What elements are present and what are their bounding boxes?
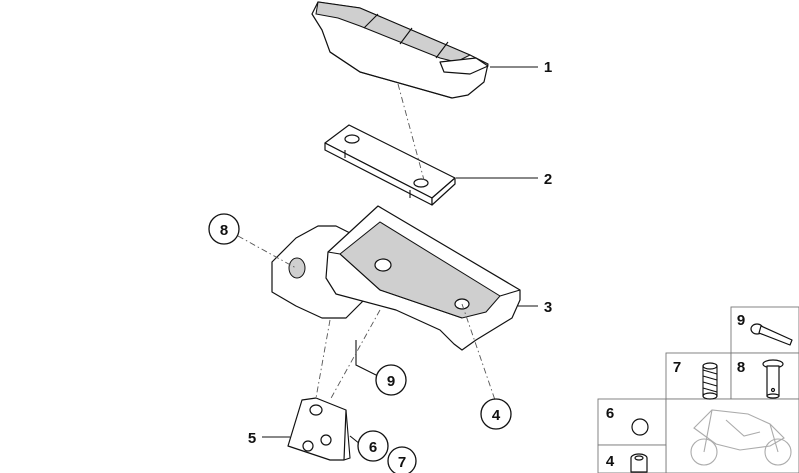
legend-label-7: 7 [673,359,681,376]
motorcycle-silhouette-icon [690,409,792,466]
callout-1-label: 1 [544,59,552,76]
legend-label-6: 6 [606,405,614,422]
split-pin-icon [750,323,793,346]
callout-9-label: 9 [387,373,395,390]
bushing-icon [630,453,648,473]
callout-8-label: 8 [220,222,228,239]
callout-6: 6 [357,430,389,462]
callout-4-label: 4 [492,407,501,424]
callout-3-label: 3 [544,299,552,316]
parts-legend: 9 7 8 6 4 [597,306,799,473]
washer-icon [631,418,649,436]
callout-2: 2 [544,171,552,188]
callout-2-label: 2 [544,171,552,188]
leader-lines [237,66,538,445]
callout-5: 5 [248,430,256,447]
footrest-rubber [311,1,489,99]
legend-cell-6 [597,398,667,446]
callout-7-label: 7 [398,454,406,471]
callout-3: 3 [544,299,552,316]
legend-label-4: 4 [606,453,615,470]
spring-icon [702,362,718,400]
callout-8: 8 [208,213,240,245]
legend-cell-7 [665,352,732,400]
footrest-bracket [271,205,521,351]
callout-7: 7 [387,446,417,473]
clevis-pin-icon [762,359,784,399]
legend-label-8: 8 [737,359,745,376]
callout-5-label: 5 [248,430,256,447]
callout-4: 4 [480,398,512,430]
legend-cell-bike [665,398,799,473]
mounting-plate [324,124,456,206]
small-plate [287,397,351,461]
legend-label-9: 9 [737,312,745,329]
callout-1: 1 [544,59,552,76]
callout-6-label: 6 [369,439,377,456]
callout-9: 9 [375,364,407,396]
